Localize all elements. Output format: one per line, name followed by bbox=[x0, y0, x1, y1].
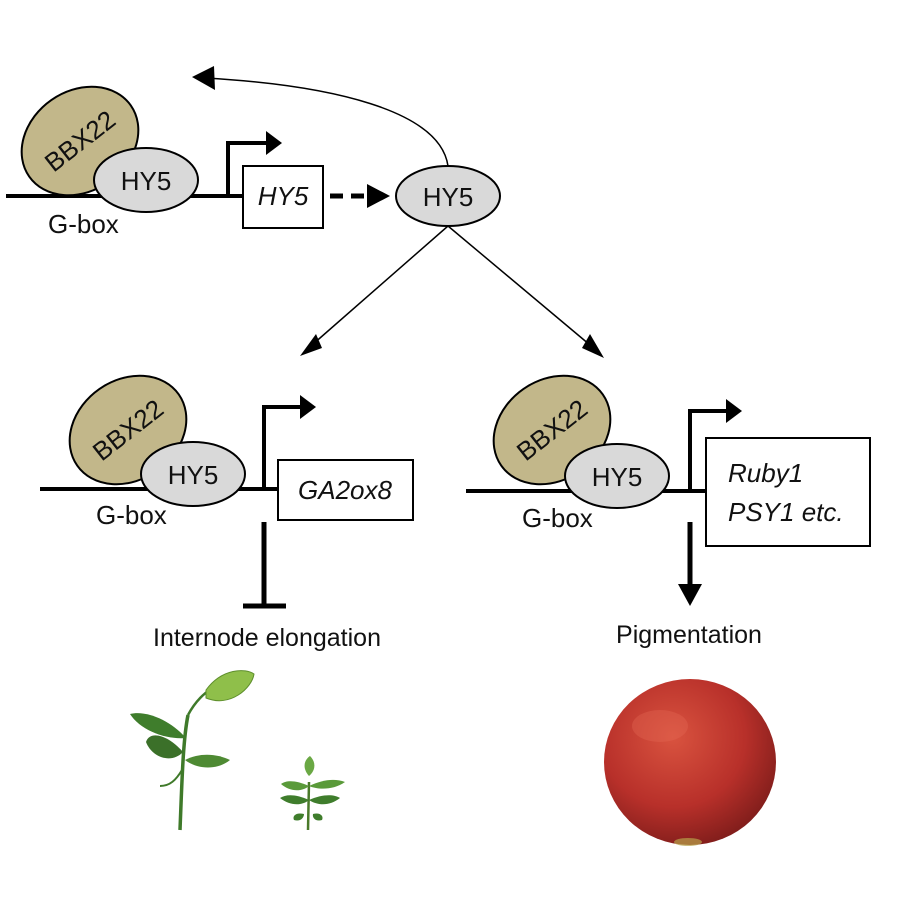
hy5-bound-label: HY5 bbox=[168, 460, 219, 490]
promoter-arrow bbox=[226, 141, 272, 196]
hy5-bound-label: HY5 bbox=[592, 462, 643, 492]
gene-box bbox=[705, 437, 871, 547]
hy5-bound-protein: HY5 bbox=[93, 147, 199, 213]
tall-seedling bbox=[130, 670, 255, 831]
gbox-label: G-box bbox=[96, 500, 167, 530]
hy5-bound-label: HY5 bbox=[121, 166, 172, 196]
hy5-protein-label: HY5 bbox=[423, 182, 474, 212]
outcome-label: Pigmentation bbox=[616, 621, 762, 649]
gene-box bbox=[277, 459, 414, 521]
promoter-arrow bbox=[262, 405, 305, 489]
gbox-label: G-box bbox=[48, 209, 119, 239]
gene-label-line1: Ruby1 bbox=[728, 458, 803, 488]
outcome-label: Internode elongation bbox=[153, 624, 381, 652]
branch-arrow-right-head bbox=[582, 334, 604, 358]
promoter-arrow bbox=[688, 409, 730, 491]
gene-label: HY5 bbox=[258, 181, 309, 211]
gene-box bbox=[242, 165, 324, 229]
branch-arrow-left bbox=[311, 225, 449, 346]
gene-label-line2: PSY1 etc. bbox=[728, 497, 844, 527]
promoter-arrow-head bbox=[266, 131, 282, 155]
gene-label: GA2ox8 bbox=[298, 475, 392, 505]
short-seedling bbox=[280, 756, 345, 831]
feedback-arrow bbox=[204, 77, 449, 167]
branch-arrow-right bbox=[447, 225, 591, 346]
translation-arrow-head bbox=[367, 184, 390, 208]
gbox-label: G-box bbox=[522, 503, 593, 533]
branch-arrow-left-head bbox=[300, 334, 322, 356]
activation-arrow-head bbox=[678, 584, 702, 606]
promoter-arrow-head bbox=[726, 399, 742, 423]
top-module: BBX22 HY5 G-box HY5 HY5 bbox=[6, 66, 604, 358]
hy5-bound-protein: HY5 bbox=[564, 443, 670, 509]
hy5-bound-protein: HY5 bbox=[140, 441, 246, 507]
seedling-icon bbox=[130, 670, 345, 831]
hy5-protein: HY5 bbox=[395, 165, 501, 227]
promoter-arrow-head bbox=[300, 395, 316, 419]
left-module: BBX22 HY5 G-box GA2ox8 Internode elongat… bbox=[40, 374, 414, 652]
feedback-arrow-head bbox=[192, 66, 215, 90]
right-module: BBX22 HY5 G-box Ruby1 PSY1 etc. Pigmenta… bbox=[466, 374, 871, 649]
blood-orange-icon bbox=[604, 679, 776, 846]
